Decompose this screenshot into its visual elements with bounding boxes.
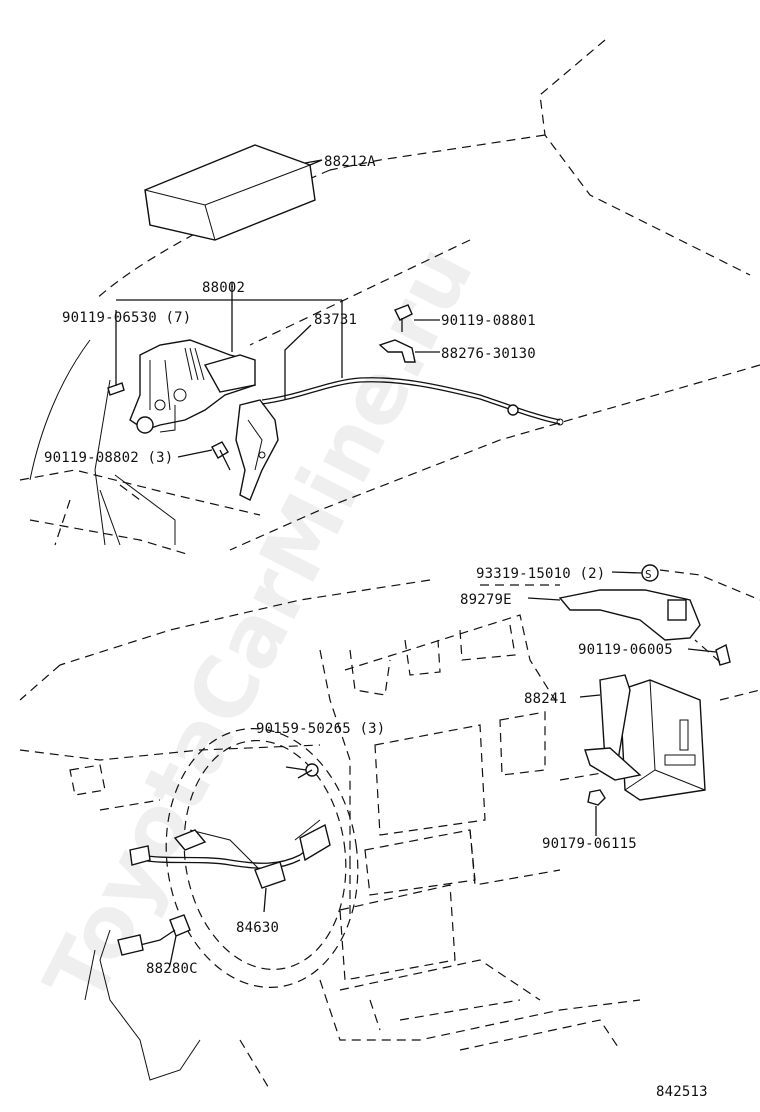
bolt-90119-08802 bbox=[211, 441, 231, 471]
bolt-90159-50265 bbox=[297, 763, 319, 779]
label-88002: 88002 bbox=[202, 280, 245, 296]
label-90159-50265: 90159-50265 (3) bbox=[256, 721, 385, 737]
nut-90179-06115 bbox=[587, 789, 606, 806]
diagram-code: 842513 bbox=[656, 1084, 708, 1100]
part-cable-bracket bbox=[235, 399, 279, 501]
part-88280C-connector bbox=[84, 914, 201, 1081]
part-88212A-cover bbox=[144, 144, 323, 241]
label-83731: 83731 bbox=[314, 312, 357, 328]
symbol-circle-s: S bbox=[641, 564, 659, 582]
label-88280C: 88280C bbox=[146, 961, 198, 977]
label-88212A: 88212A bbox=[324, 154, 376, 170]
part-88241-ecu bbox=[584, 674, 706, 801]
part-88002-actuator bbox=[129, 339, 256, 434]
part-89279E-bracket bbox=[558, 589, 701, 641]
label-88276-30130: 88276-30130 bbox=[441, 346, 536, 362]
clamp-88276-30130 bbox=[378, 339, 416, 363]
watermark: ToyotaCarMine.ru bbox=[26, 230, 492, 1019]
label-90119-08801: 90119-08801 bbox=[441, 313, 536, 329]
part-labels: 88212A 88002 90119-06530 (7) 83731 90119… bbox=[44, 154, 708, 1100]
label-90119-06530: 90119-06530 (7) bbox=[62, 310, 191, 326]
label-93319-15010: 93319-15010 (2) bbox=[476, 566, 605, 582]
label-90119-06005: 90119-06005 bbox=[578, 642, 673, 658]
dashboard-outline bbox=[19, 569, 760, 1091]
label-88241: 88241 bbox=[524, 691, 567, 707]
label-90119-08802: 90119-08802 (3) bbox=[44, 450, 173, 466]
part-84630-harness bbox=[129, 823, 331, 889]
leader-lines bbox=[116, 159, 717, 966]
part-83731-cable bbox=[261, 377, 564, 426]
symbol-s-letter: S bbox=[645, 568, 652, 581]
steering-wheel bbox=[165, 727, 359, 989]
bolt-90119-06530 bbox=[107, 310, 125, 396]
label-90179-06115: 90179-06115 bbox=[542, 836, 637, 852]
label-84630: 84630 bbox=[236, 920, 279, 936]
bolt-90119-08801 bbox=[394, 304, 413, 332]
label-89279E: 89279E bbox=[460, 592, 512, 608]
bolt-90119-06005 bbox=[694, 639, 731, 666]
